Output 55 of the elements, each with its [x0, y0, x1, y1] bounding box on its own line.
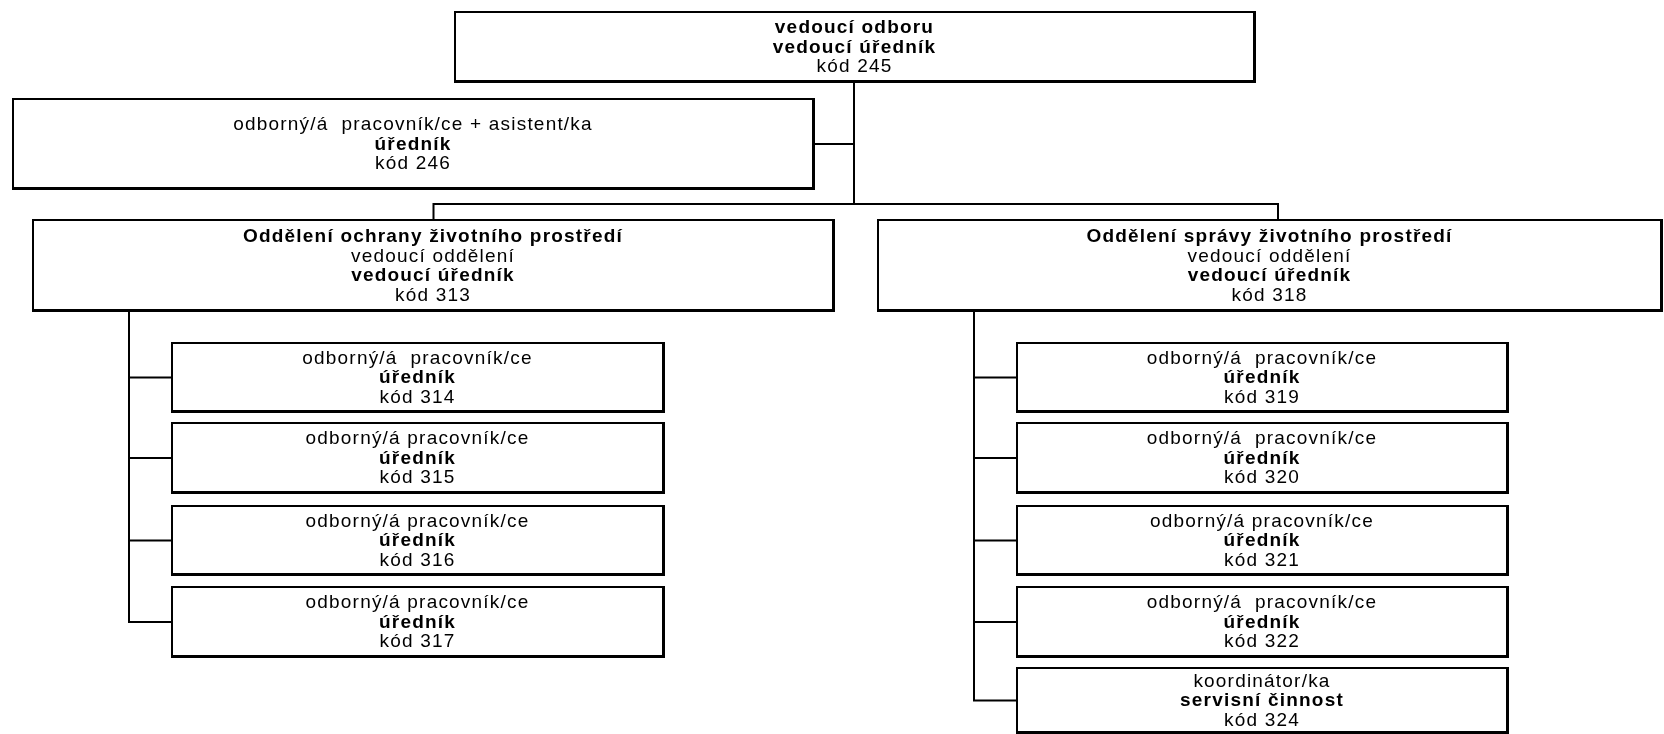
role-text: kód 324: [1224, 709, 1300, 730]
role-text: kód 317: [379, 631, 456, 651]
role-text: vedoucí oddělení: [351, 245, 515, 265]
role-title: Oddělení ochrany životního prostředí: [243, 226, 623, 246]
role-title: vedoucí úředník: [1187, 265, 1352, 285]
role-title: úředník: [1223, 447, 1301, 468]
role-title: vedoucí úředník: [351, 265, 515, 285]
role-text: kód 246: [375, 153, 451, 173]
role-title: úředník: [379, 367, 456, 387]
role-text: kód 322: [1224, 631, 1300, 651]
role-text: odborný/á pracovník/ce: [302, 347, 533, 368]
role-text: kód 313: [395, 284, 471, 304]
position-box: [171, 422, 665, 494]
role-text: odborný/á pracovník/ce: [305, 510, 530, 531]
role-title: vedoucí úředník: [772, 36, 937, 57]
role-title: úředník: [379, 530, 456, 550]
role-text: vedoucí oddělení: [1187, 245, 1352, 265]
connector-line: [128, 311, 172, 623]
role-title: úředník: [1223, 367, 1301, 387]
role-text: odborný/á pracovník/ce: [1146, 428, 1378, 448]
role-title: servisní činnost: [1180, 690, 1344, 710]
role-text: kód 319: [1224, 386, 1300, 407]
role-text: koordinátor/ka: [1193, 670, 1331, 691]
position-box: [1016, 342, 1509, 413]
position-box: [32, 219, 835, 312]
position-box: [454, 11, 1256, 83]
role-text: kód 320: [1224, 467, 1300, 487]
role-text: kód 315: [379, 467, 456, 487]
position-box: [877, 219, 1663, 312]
role-text: odborný/á pracovník/ce: [1150, 510, 1374, 531]
role-title: vedoucí odboru: [774, 17, 935, 37]
role-text: kód 316: [379, 549, 456, 570]
role-title: úředník: [1223, 530, 1301, 550]
role-text: kód 245: [816, 56, 893, 76]
role-text: odborný/á pracovník/ce: [305, 428, 530, 448]
role-title: úředník: [374, 133, 452, 154]
position-box: [1016, 422, 1509, 494]
position-box: [12, 98, 815, 190]
position-box: [171, 342, 665, 413]
role-text: kód 318: [1231, 284, 1308, 304]
role-text: kód 321: [1224, 549, 1300, 570]
position-box: [171, 586, 665, 658]
role-text: odborný/á pracovník/ce: [1146, 347, 1378, 368]
role-text: odborný/á pracovník/ce: [305, 592, 530, 612]
role-text: odborný/á pracovník/ce + asistent/ka: [233, 114, 593, 134]
position-box: [171, 505, 665, 576]
position-box: [1016, 667, 1509, 734]
role-title: úředník: [1223, 611, 1301, 632]
role-title: úředník: [379, 447, 456, 468]
role-title: Oddělení správy životního prostředí: [1086, 226, 1453, 246]
position-box: [1016, 505, 1509, 576]
role-title: úředník: [379, 611, 456, 632]
position-box: [1016, 586, 1509, 658]
role-text: kód 314: [379, 386, 456, 407]
role-text: odborný/á pracovník/ce: [1146, 592, 1378, 612]
